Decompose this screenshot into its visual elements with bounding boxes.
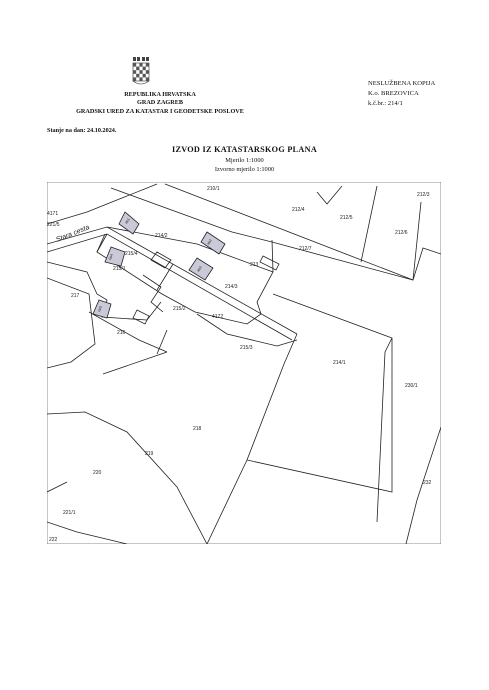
parcel-label: 218 — [193, 426, 202, 432]
parcel-reference: k.č.br.: 214/1 — [368, 100, 403, 107]
parcel-label: 215/3 — [240, 345, 253, 351]
parcel-label: 222 — [49, 537, 58, 543]
parcel-label: 214/1 — [333, 360, 346, 366]
parcel-label: 212/5 — [340, 215, 353, 221]
parcel-label: 4172 — [212, 314, 223, 320]
cadastral-municipality: K.o. BREZOVICA — [368, 90, 419, 97]
parcel-label: 230/1 — [405, 383, 418, 389]
parcel-label: 217 — [71, 293, 80, 299]
parcel-label: 221/1 — [63, 510, 76, 516]
parcel-label: 214/3 — [225, 284, 238, 290]
parcel-label: 221/5 — [47, 222, 60, 228]
parcel-label: 212/3 — [417, 192, 430, 198]
map-scale: Mjerilo 1:1000 — [225, 157, 264, 164]
building-label: kb4 — [108, 254, 114, 261]
copy-type: NESLUŽBENA KOPIJA — [368, 80, 436, 87]
state-date: Stanje na dan: 24.10.2024. — [47, 127, 117, 134]
parcel-label: 212/6 — [395, 230, 408, 236]
coat-of-arms-icon — [132, 57, 150, 85]
parcel-label: 232 — [423, 480, 432, 486]
building-label: kb1 — [124, 217, 130, 224]
city-name: GRAD ZAGREB — [137, 99, 183, 106]
parcel-label: 219 — [145, 451, 154, 457]
parcel-label: 214/2 — [155, 233, 168, 239]
parcel-label: 215/4 — [125, 251, 138, 257]
building-label: kb3 — [196, 265, 202, 272]
parcel-label: 220 — [93, 470, 102, 476]
building-label: kb5 — [97, 306, 103, 313]
parcel-label: 215/1 — [113, 266, 126, 272]
parcel-label: 212/7 — [299, 246, 312, 252]
parcel-label: 4171 — [47, 211, 58, 217]
parcel-label: 216 — [117, 330, 126, 336]
parcel-label: 212/4 — [292, 207, 305, 213]
parcel-label: 213 — [250, 262, 259, 268]
country-name: REPUBLIKA HRVATSKA — [124, 91, 196, 98]
parcel-label: 210/1 — [207, 186, 220, 192]
original-scale: Izvorno mjerilo 1:1000 — [214, 166, 275, 173]
page-title: IZVOD IZ KATASTARSKOG PLANA — [171, 145, 318, 154]
office-name: GRADSKI URED ZA KATASTAR I GEODETSKE POS… — [76, 108, 244, 115]
building-label: kb2 — [206, 238, 212, 245]
cadastral-map: 210/1 212/3 212/4 212/5 212/6 212/7 4171… — [47, 182, 441, 544]
parcel-label: 215/2 — [173, 306, 186, 312]
